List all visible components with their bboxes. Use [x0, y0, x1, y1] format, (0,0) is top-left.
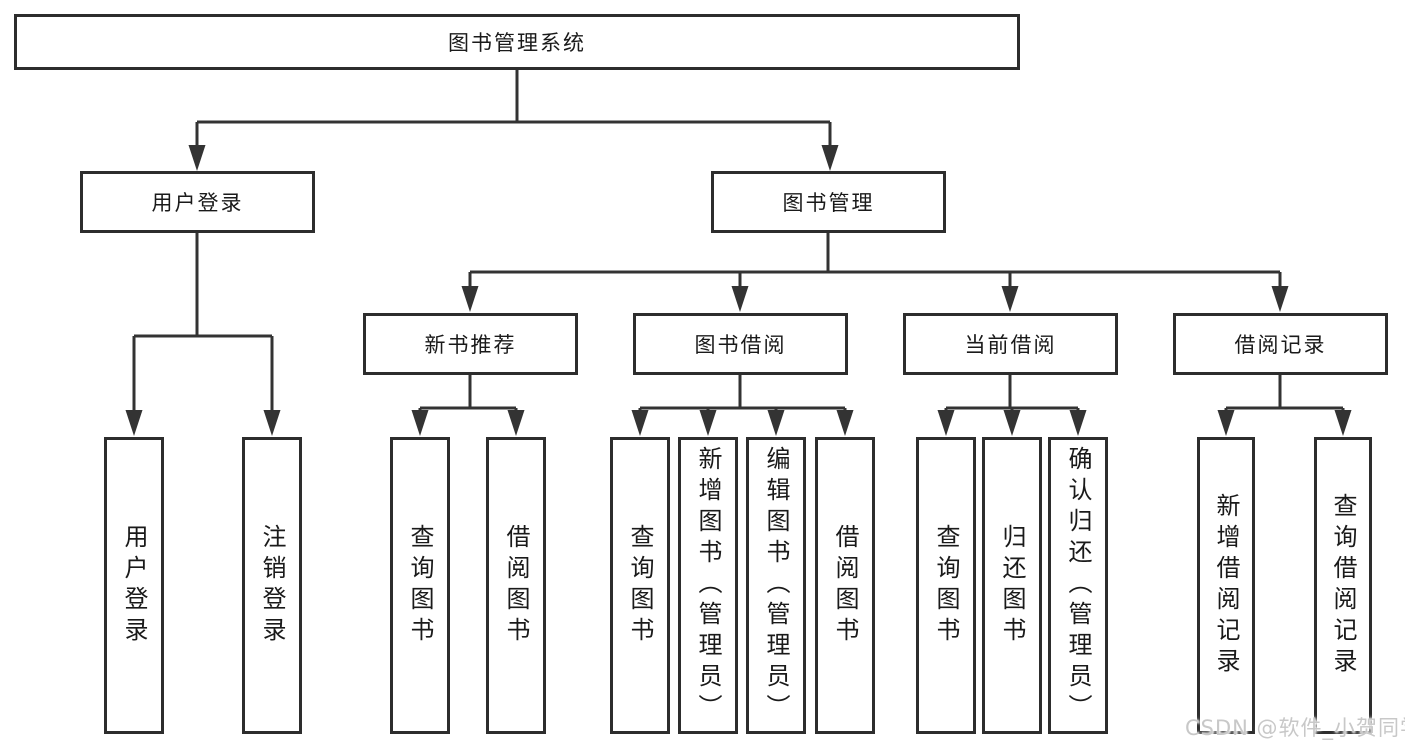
- csdn-watermark: CSDN @软件_小贺同学: [1185, 716, 1405, 740]
- leaf-borrow-add-books-admin: 新增图书（管理员）: [678, 437, 738, 734]
- leaf-borrow-edit-books-admin-label: 编辑图书（管理员）: [762, 446, 790, 725]
- leaf-newbook-borrow-books: 借阅图书: [486, 437, 546, 734]
- leaf-logout: 注销登录: [242, 437, 302, 734]
- leaf-newbook-query-books-label: 查询图书: [406, 523, 434, 648]
- leaf-current-return-books-label: 归还图书: [998, 523, 1026, 648]
- node-new-book-recommend: 新书推荐: [363, 313, 578, 375]
- node-root-label: 图书管理系统: [448, 31, 586, 55]
- leaf-records-add-label: 新增借阅记录: [1212, 492, 1240, 679]
- leaf-newbook-query-books: 查询图书: [390, 437, 450, 734]
- leaf-records-query: 查询借阅记录: [1314, 437, 1372, 734]
- node-new-book-recommend-label: 新书推荐: [424, 333, 517, 357]
- leaf-current-confirm-return-admin-label: 确认归还（管理员）: [1064, 446, 1092, 725]
- node-book-management: 图书管理: [711, 171, 946, 233]
- leaf-current-query-books: 查询图书: [916, 437, 976, 734]
- node-borrow-records-label: 借阅记录: [1234, 333, 1327, 357]
- node-book-borrow: 图书借阅: [633, 313, 848, 375]
- node-root-library-system: 图书管理系统: [14, 14, 1020, 70]
- leaf-borrow-edit-books-admin: 编辑图书（管理员）: [746, 437, 806, 734]
- node-current-borrow: 当前借阅: [903, 313, 1118, 375]
- leaf-newbook-borrow-books-label: 借阅图书: [502, 523, 530, 648]
- leaf-records-query-label: 查询借阅记录: [1329, 492, 1357, 679]
- leaf-borrow-borrow-books-label: 借阅图书: [831, 523, 859, 648]
- leaf-current-confirm-return-admin: 确认归还（管理员）: [1048, 437, 1108, 734]
- leaf-user-login-label: 用户登录: [120, 523, 148, 648]
- node-borrow-records: 借阅记录: [1173, 313, 1388, 375]
- node-user-login-label: 用户登录: [151, 191, 244, 215]
- node-book-borrow-label: 图书借阅: [694, 333, 787, 357]
- leaf-records-add: 新增借阅记录: [1197, 437, 1255, 734]
- leaf-borrow-query-books: 查询图书: [610, 437, 670, 734]
- leaf-logout-label: 注销登录: [258, 523, 286, 648]
- leaf-borrow-query-books-label: 查询图书: [626, 523, 654, 648]
- leaf-current-query-books-label: 查询图书: [932, 523, 960, 648]
- leaf-user-login: 用户登录: [104, 437, 164, 734]
- node-book-management-label: 图书管理: [782, 191, 875, 215]
- leaf-current-return-books: 归还图书: [982, 437, 1042, 734]
- leaf-borrow-borrow-books: 借阅图书: [815, 437, 875, 734]
- leaf-borrow-add-books-admin-label: 新增图书（管理员）: [694, 446, 722, 725]
- node-current-borrow-label: 当前借阅: [964, 333, 1057, 357]
- node-user-login: 用户登录: [80, 171, 315, 233]
